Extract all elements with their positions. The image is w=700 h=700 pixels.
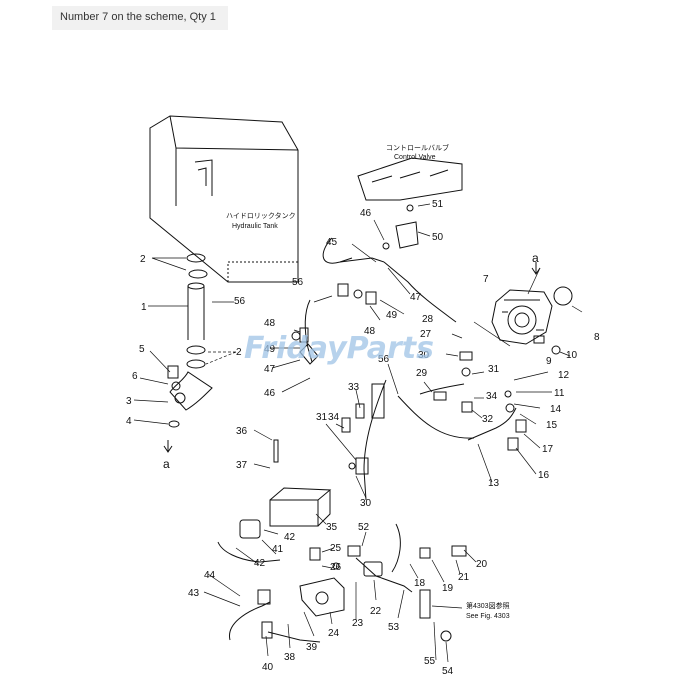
- callout-number: 27: [420, 329, 432, 340]
- callout-number: 23: [352, 618, 364, 629]
- callout-number: 5: [139, 344, 145, 355]
- callout-number: 42: [254, 558, 266, 569]
- callout-number: 47: [264, 364, 276, 375]
- callout-number: 6: [132, 371, 138, 382]
- valve-label-jp: コントロールバルブ: [386, 143, 449, 152]
- callout-number: 54: [442, 666, 454, 677]
- callout-number: 2: [236, 347, 242, 358]
- callout-number: 26: [330, 562, 342, 573]
- callout-number: 21: [458, 572, 470, 583]
- callout-number: 34: [328, 412, 340, 423]
- valve-label-en: Control Valve: [394, 154, 436, 161]
- callout-number: 45: [326, 237, 338, 248]
- callout-number: 30: [418, 350, 430, 361]
- callout-number: 33: [348, 382, 360, 393]
- callout-number: 8: [594, 332, 600, 343]
- callout-number: 19: [442, 583, 454, 594]
- callout-number: 7: [483, 274, 489, 285]
- view-marker-arrows: [163, 262, 541, 453]
- callout-numbers: 2 1 2 3 4 5 6 7 8 9 10 11 12 13 14 15 16…: [126, 199, 600, 677]
- caption-box: Number 7 on the scheme, Qty 1: [52, 6, 228, 30]
- callout-number: 4: [126, 416, 132, 427]
- callout-number: 34: [486, 391, 498, 402]
- callout-number: 18: [414, 578, 426, 589]
- callout-number: 38: [284, 652, 296, 663]
- hoses: [217, 237, 517, 643]
- suction-pipe: [168, 253, 213, 428]
- callout-number: 28: [422, 314, 434, 325]
- callout-number: 9: [546, 356, 552, 367]
- callout-number: 16: [538, 470, 550, 481]
- control-valve: [357, 157, 463, 201]
- callout-number: 43: [188, 588, 200, 599]
- leader-lines: [133, 203, 583, 663]
- callout-number: 49: [264, 344, 276, 355]
- callout-number: 12: [558, 370, 570, 381]
- see-fig-jp: 第4303図参照: [466, 601, 510, 610]
- callout-number: 30: [360, 498, 372, 509]
- callout-number: 14: [550, 404, 562, 415]
- callout-number: 48: [364, 326, 376, 337]
- callout-number: 37: [236, 460, 248, 471]
- hydraulic-tank: [149, 115, 299, 283]
- callout-number: 31: [488, 364, 500, 375]
- tank-label-jp: ハイドロリックタンク: [226, 211, 296, 220]
- callout-number: 15: [546, 420, 558, 431]
- callout-number: 49: [386, 310, 398, 321]
- callout-number: 3: [126, 396, 132, 407]
- callout-number: 24: [328, 628, 340, 639]
- callout-number: 46: [264, 388, 276, 399]
- callout-number: 56: [292, 277, 304, 288]
- callout-number: 44: [204, 570, 216, 581]
- callout-number: 39: [306, 642, 318, 653]
- callout-number: 2: [140, 254, 146, 265]
- callout-number: 41: [272, 544, 284, 555]
- callout-number: 35: [326, 522, 338, 533]
- hydraulic-pump: [491, 286, 573, 355]
- callout-number: 47: [410, 292, 422, 303]
- callout-number: 31: [316, 412, 328, 423]
- callout-number: 10: [566, 350, 578, 361]
- callout-number: 42: [284, 532, 296, 543]
- callout-number: 32: [482, 414, 494, 425]
- view-marker-top: a: [532, 251, 539, 265]
- callout-number: 13: [488, 478, 500, 489]
- callout-number: 52: [358, 522, 370, 533]
- callout-number: 40: [262, 662, 274, 673]
- callout-number: 53: [388, 622, 400, 633]
- callout-number: 48: [264, 318, 276, 329]
- callout-number: 22: [370, 606, 382, 617]
- callout-number: 17: [542, 444, 554, 455]
- tank-label-en: Hydraulic Tank: [232, 223, 278, 230]
- fittings: [167, 204, 527, 642]
- callout-number: 55: [424, 656, 436, 667]
- callout-number: 51: [432, 199, 444, 210]
- callout-number: 20: [476, 559, 488, 570]
- callout-number: 25: [330, 543, 342, 554]
- view-marker-bottom: a: [163, 457, 170, 471]
- watermark-logo: FridayParts: [244, 331, 434, 366]
- callout-number: 11: [554, 388, 565, 399]
- callout-number: 1: [141, 302, 147, 313]
- caption-text: Number 7 on the scheme, Qty 1: [60, 11, 216, 23]
- callout-number: 46: [360, 208, 372, 219]
- callout-number: 50: [432, 232, 444, 243]
- callout-number: 56: [378, 354, 390, 365]
- see-fig-en: See Fig. 4303: [466, 613, 510, 620]
- callout-number: 56: [234, 296, 246, 307]
- callout-number: 36: [236, 426, 248, 437]
- callout-number: 29: [416, 368, 428, 379]
